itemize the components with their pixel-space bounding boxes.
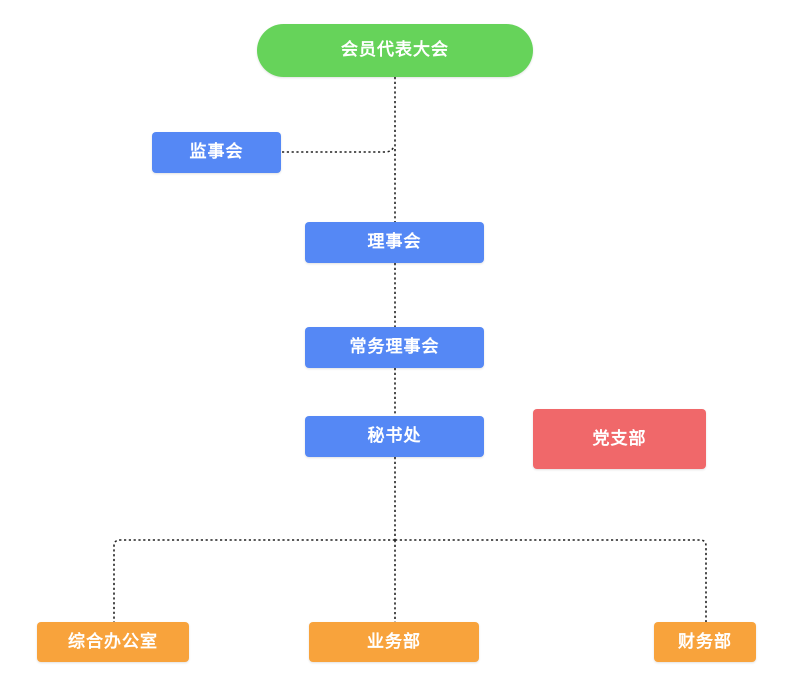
node-council: 理事会 <box>305 222 484 263</box>
node-label: 理事会 <box>367 232 422 252</box>
connector-branch-right <box>395 539 707 622</box>
node-label: 会员代表大会 <box>341 40 449 60</box>
node-label: 秘书处 <box>367 426 422 446</box>
node-label: 党支部 <box>592 428 647 449</box>
node-member-assembly: 会员代表大会 <box>257 24 533 77</box>
node-party-branch: 党支部 <box>533 409 706 469</box>
connector-supervisory <box>282 145 395 153</box>
node-secretariat: 秘书处 <box>305 416 484 457</box>
node-finance-dept: 财务部 <box>654 622 756 662</box>
node-label: 监事会 <box>189 142 244 162</box>
node-label: 综合办公室 <box>68 631 158 652</box>
node-general-office: 综合办公室 <box>37 622 189 662</box>
node-label: 财务部 <box>678 631 732 652</box>
connector-branch-left <box>113 539 395 622</box>
node-supervisory-board: 监事会 <box>152 132 281 173</box>
node-label: 常务理事会 <box>349 337 440 357</box>
node-standing-council: 常务理事会 <box>305 327 484 368</box>
node-label: 业务部 <box>367 631 421 652</box>
node-business-dept: 业务部 <box>309 622 479 662</box>
